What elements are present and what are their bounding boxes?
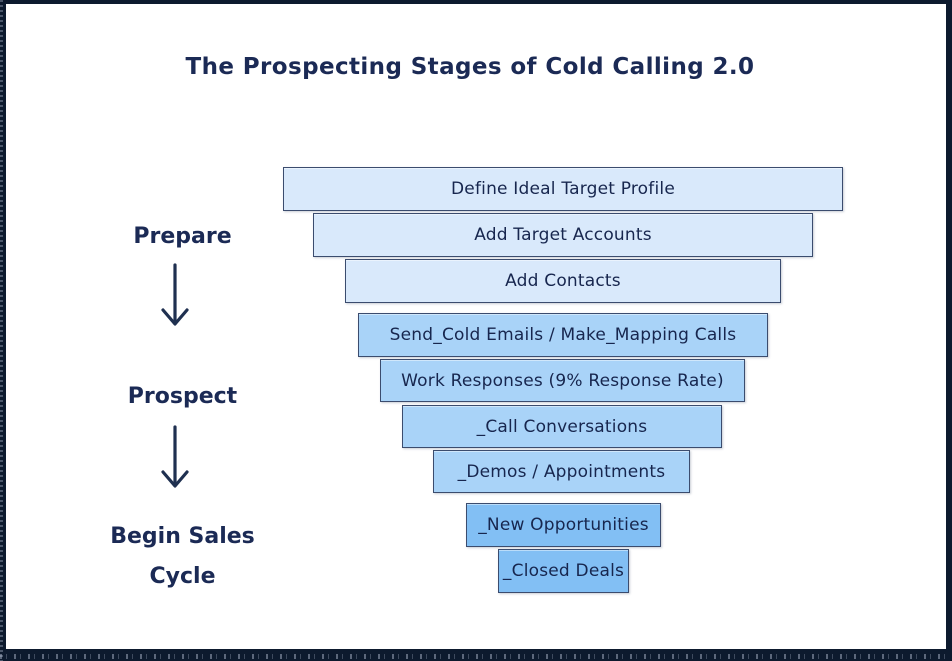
funnel-stage-2: Add Target Accounts xyxy=(313,213,813,257)
funnel-stage-9: _Closed Deals xyxy=(498,549,629,593)
funnel-stage-label: _Closed Deals xyxy=(502,561,625,581)
funnel-stage-1: Define Ideal Target Profile xyxy=(283,167,843,211)
phase-label-prepare: Prepare xyxy=(133,224,232,249)
down-arrow-icon xyxy=(161,425,189,488)
phase-label-begin-sales-cycle: Begin Sales Cycle xyxy=(110,524,255,589)
diagram-title: The Prospecting Stages of Cold Calling 2… xyxy=(185,54,755,80)
funnel-stage-5: Work Responses (9% Response Rate) xyxy=(380,359,745,402)
funnel-stage-label: Add Target Accounts xyxy=(474,225,652,245)
funnel-stage-label: Define Ideal Target Profile xyxy=(451,179,675,199)
funnel-stage-4: Send_Cold Emails / Make_Mapping Calls xyxy=(358,313,768,357)
funnel-stage-8: _New Opportunities xyxy=(466,503,661,547)
funnel-stage-6: _Call Conversations xyxy=(402,405,722,448)
bottom-noise-band xyxy=(0,654,952,659)
funnel-stage-label: _Demos / Appointments xyxy=(457,461,666,482)
funnel-stage-label: _New Opportunities xyxy=(478,515,649,535)
funnel-stage-label: _Call Conversations xyxy=(476,416,648,437)
funnel-stage-label: Add Contacts xyxy=(505,271,621,291)
funnel-stage-label: Work Responses (9% Response Rate) xyxy=(401,370,724,391)
phase-label-prospect: Prospect xyxy=(127,384,238,409)
down-arrow-icon xyxy=(161,263,189,326)
funnel-stage-3: Add Contacts xyxy=(345,259,781,303)
funnel-stage-7: _Demos / Appointments xyxy=(433,450,690,493)
left-noise-strip xyxy=(0,0,3,661)
funnel-stage-label: Send_Cold Emails / Make_Mapping Calls xyxy=(389,325,737,345)
